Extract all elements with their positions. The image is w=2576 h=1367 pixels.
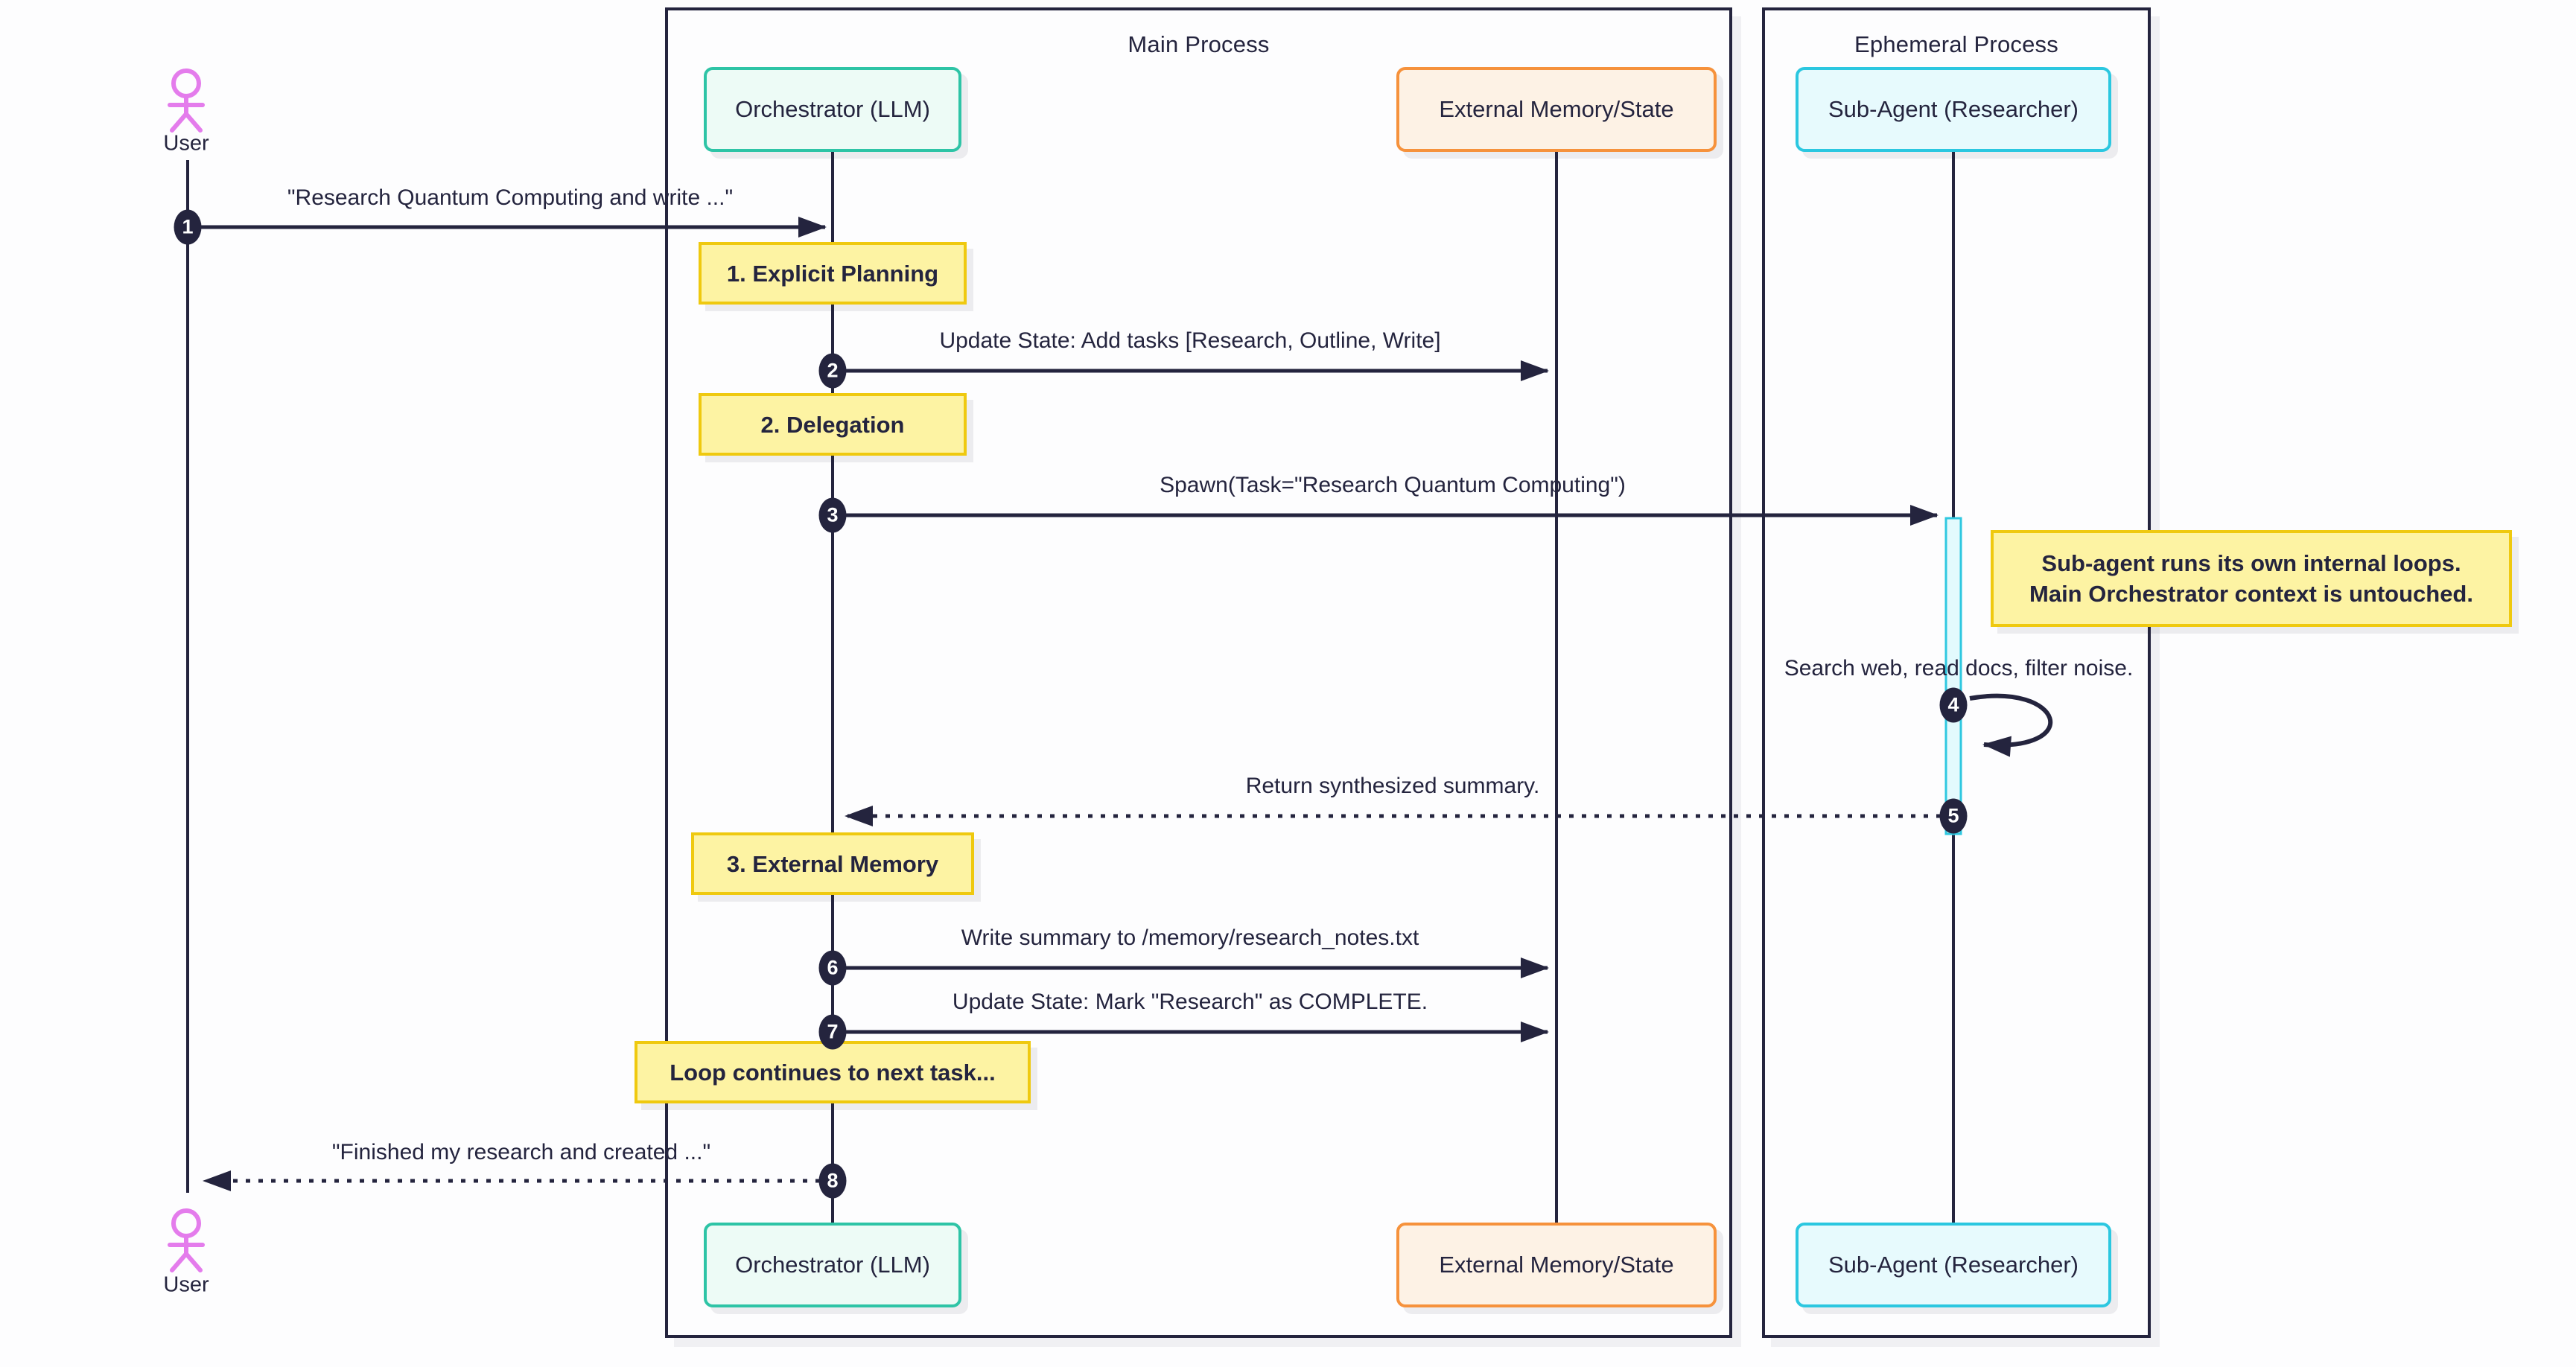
user-actor-icon-top [168,68,205,133]
main-process-title: Main Process [1128,31,1270,57]
subagent-activation-bar [1944,517,1962,835]
message-4-label: Search web, read docs, filter noise. [1784,656,2134,681]
user-label-bottom: User [163,1272,209,1297]
user-label-top: User [163,131,209,156]
note-subagent-loops: Sub-agent runs its own internal loops. M… [1991,530,2512,627]
lifelines [186,152,1955,1223]
main-process-frame: Main Process [665,7,1732,1338]
note-explicit-planning: 1. Explicit Planning [699,242,967,305]
ephemeral-process-title: Ephemeral Process [1854,31,2058,57]
message-6-label: Write summary to /memory/research_notes.… [961,925,1419,950]
message-arrows [188,217,2053,1191]
participant-orchestrator-top: Orchestrator (LLM) [704,67,961,152]
ephemeral-process-frame: Ephemeral Process [1762,7,2151,1338]
participant-memory-top: External Memory/State [1396,67,1717,152]
note-subagent-loops-line1: Sub-agent runs its own internal loops. [2041,550,2461,576]
seq-badge-5: 5 [1939,798,1968,834]
message-7-label: Update State: Mark "Research" as COMPLET… [952,990,1428,1014]
participant-subagent-bottom: Sub-Agent (Researcher) [1796,1223,2111,1307]
message-2-label: Update State: Add tasks [Research, Outli… [939,328,1441,353]
seq-badge-8: 8 [818,1163,847,1199]
seq-badge-1: 1 [174,209,202,245]
note-external-memory: 3. External Memory [691,832,974,895]
message-5-label: Return synthesized summary. [1245,774,1540,798]
participant-memory-bottom: External Memory/State [1396,1223,1717,1307]
seq-badge-6: 6 [818,950,847,986]
seq-badge-4: 4 [1939,687,1968,723]
seq-badge-2: 2 [818,353,847,389]
message-1-label: "Research Quantum Computing and write ..… [287,185,734,210]
participant-orchestrator-bottom: Orchestrator (LLM) [704,1223,961,1307]
note-loop-continues: Loop continues to next task... [635,1041,1031,1103]
seq-badge-7: 7 [818,1014,847,1050]
note-delegation: 2. Delegation [699,393,967,456]
note-subagent-loops-line2: Main Orchestrator context is untouched. [2029,581,2473,607]
seq-badge-3: 3 [818,497,847,533]
participant-subagent-top: Sub-Agent (Researcher) [1796,67,2111,152]
message-3-label: Spawn(Task="Research Quantum Computing") [1160,473,1626,497]
user-actor-icon-bottom [168,1208,205,1272]
message-8-label: "Finished my research and created ..." [331,1140,711,1164]
